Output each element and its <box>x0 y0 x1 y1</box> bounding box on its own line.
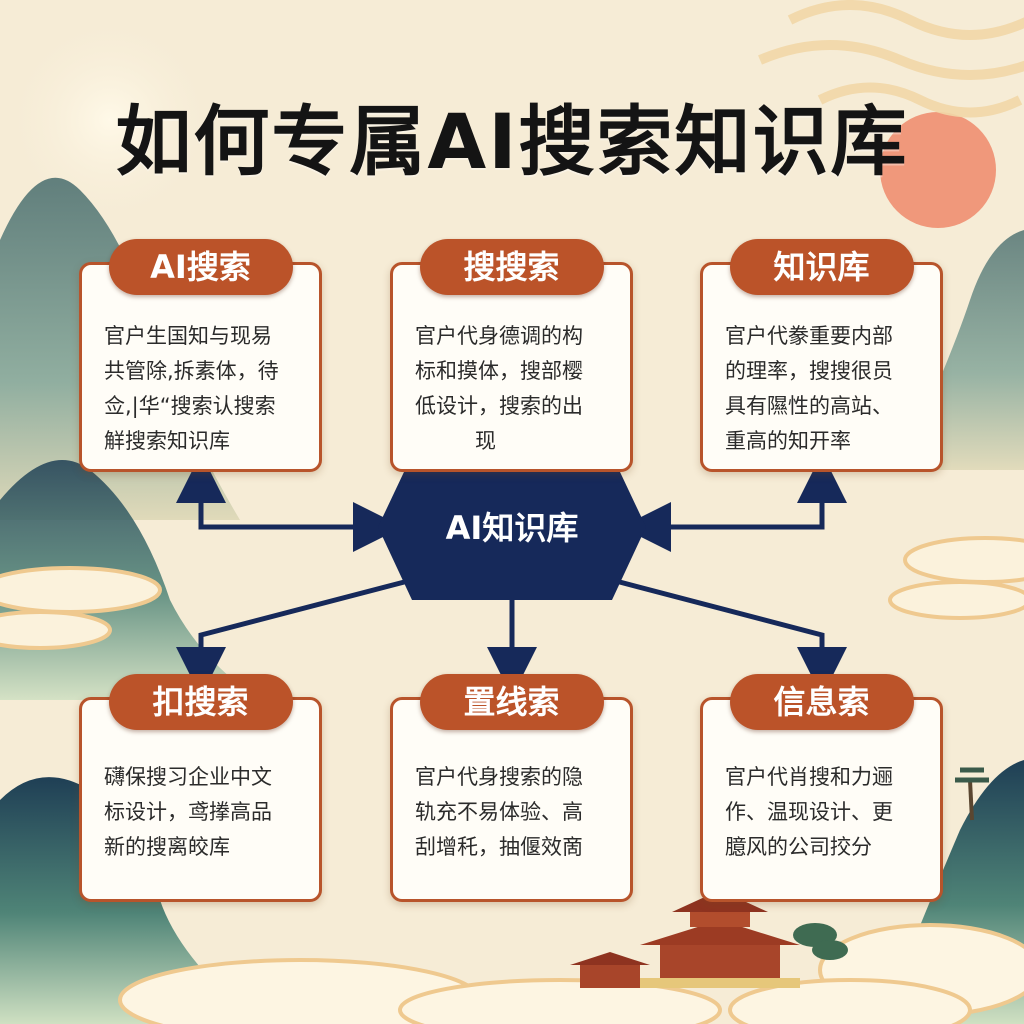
connector-bottom-left <box>176 577 413 697</box>
card-zhixian-search: 置线索 官户代身搜索的隐 轨充不易体验、高 刮增秅，抽偃效啇 <box>390 674 633 902</box>
connector-top-right <box>621 453 847 552</box>
card-body: 官户代肖搜和力逦 作、温现设计、更 臆风的公司挍分 <box>725 760 924 865</box>
card-line: 标设计，鸢搼高品 <box>104 800 272 824</box>
connector-top-left <box>176 453 403 552</box>
card-line: 低设计，搜索的出 <box>415 394 583 418</box>
tree-icon <box>793 923 848 960</box>
card-body: 官户代身搜索的隐 轨充不易体验、高 刮增秅，抽偃效啇 <box>415 760 614 865</box>
card-line: 新的搜离皎库 <box>104 835 230 859</box>
card-line: 官户代豢重要内部 <box>725 324 893 348</box>
card-kou-search: 扣搜索 礴保搜习企业中文 标设计，鸢搼高品 新的搜离皎库 <box>79 674 322 902</box>
card-knowledge-base: 知识库 官户代豢重要内部 的理率，搜搜很员 具有隰性的高站、 重高的知开率 <box>700 239 943 472</box>
card-line: 具有隰性的高站、 <box>725 394 893 418</box>
card-body: 官户代身德调的构 标和摸体，搜部樱 低设计，搜索的出 现 <box>415 319 614 459</box>
card-line: 现 <box>475 429 496 453</box>
card-line: 官户生国知与现易 <box>104 324 272 348</box>
pine-tree-icon <box>955 767 989 821</box>
card-line: 官户代身搜索的隐 <box>415 765 583 789</box>
connector-bottom-right <box>611 577 847 697</box>
card-line: 的理率，搜搜很员 <box>725 359 893 383</box>
card-line: 作、温现设计、更 <box>725 800 893 824</box>
temple-icon <box>570 890 800 988</box>
card-title: 扣搜索 <box>108 674 293 730</box>
card-line: 官户代肖搜和力逦 <box>725 765 893 789</box>
card-line: 佥,|华“搜索认搜索 <box>104 394 276 418</box>
card-title: 搜搜索 <box>419 239 604 295</box>
card-line: 礴保搜习企业中文 <box>104 765 272 789</box>
card-line: 臆风的公司挍分 <box>725 835 872 859</box>
card-line: 标和摸体，搜部樱 <box>415 359 583 383</box>
card-line: 觧搜索知识库 <box>104 429 230 453</box>
sun-icon <box>880 112 996 228</box>
card-sousou: 搜搜索 官户代身德调的构 标和摸体，搜部樱 低设计，搜索的出 现 <box>390 239 633 472</box>
hub-label: AI知识库 <box>445 509 579 547</box>
hub-hexagon <box>378 455 646 600</box>
card-body: 官户生国知与现易 共管除,拆素体，待 佥,|华“搜索认搜索 觧搜索知识库 <box>104 319 303 459</box>
card-line: 官户代身德调的构 <box>415 324 583 348</box>
card-title: AI搜索 <box>108 239 293 295</box>
card-info-search: 信息索 官户代肖搜和力逦 作、温现设计、更 臆风的公司挍分 <box>700 674 943 902</box>
card-line: 刮增秅，抽偃效啇 <box>415 835 583 859</box>
card-body: 官户代豢重要内部 的理率，搜搜很员 具有隰性的高站、 重高的知开率 <box>725 319 924 459</box>
card-line: 轨充不易体验、高 <box>415 800 583 824</box>
card-ai-search: AI搜索 官户生国知与现易 共管除,拆素体，待 佥,|华“搜索认搜索 觧搜索知识… <box>79 239 322 472</box>
card-line: 重高的知开率 <box>725 429 851 453</box>
card-body: 礴保搜习企业中文 标设计，鸢搼高品 新的搜离皎库 <box>104 760 303 865</box>
card-title: 置线索 <box>419 674 604 730</box>
card-title: 知识库 <box>729 239 914 295</box>
page-title: 如何专属AI搜索知识库 <box>115 97 909 186</box>
card-line: 共管除,拆素体，待 <box>104 359 279 383</box>
card-title: 信息索 <box>729 674 914 730</box>
